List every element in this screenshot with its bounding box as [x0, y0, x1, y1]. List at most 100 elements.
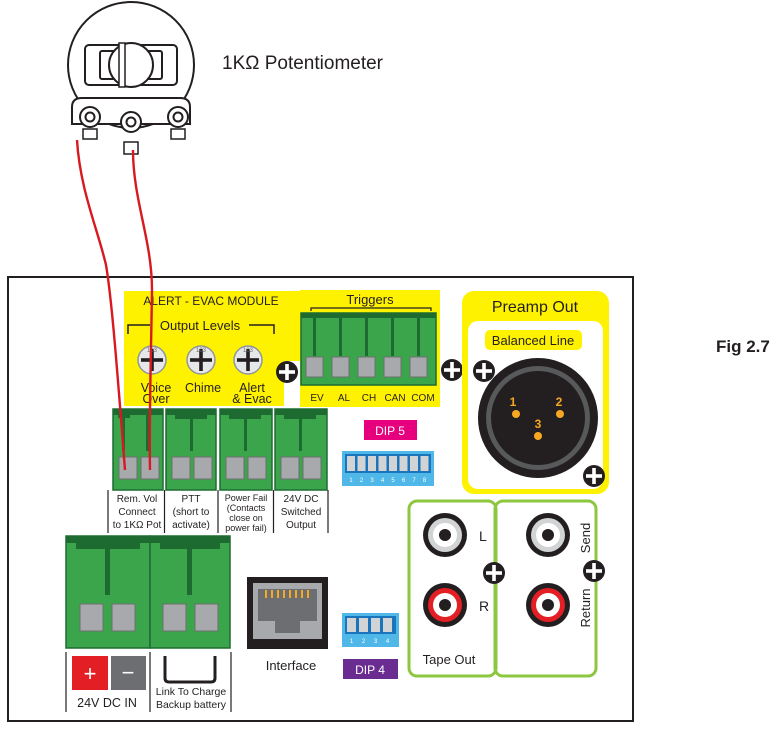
send-rca[interactable] [526, 513, 570, 557]
dip4-number: 2 [362, 639, 366, 645]
chime-label: Chime [185, 381, 221, 395]
xlr-connector[interactable] [478, 358, 598, 478]
switched-output-label-line3: Output [286, 520, 316, 531]
battery-label-line1: Link To Charge [156, 686, 227, 698]
trigger-can-screw[interactable] [383, 356, 402, 378]
return-label: Return [578, 588, 593, 627]
switched-output-connector[interactable] [274, 408, 328, 491]
dip5-number: 4 [381, 478, 385, 484]
trigger-label: CAN [384, 393, 405, 404]
tape-out-right-rca[interactable] [423, 583, 467, 627]
screw-icon [276, 361, 298, 383]
screw-icon [583, 465, 605, 487]
pot-lug-1 [79, 106, 101, 140]
pot-lug-3 [167, 106, 189, 140]
triggers-bracket [310, 307, 432, 311]
dip5-number: 1 [349, 478, 353, 484]
dip5-number: 8 [423, 478, 427, 484]
xlr-pin-3 [534, 432, 542, 440]
xlr-pin-2-label: 2 [556, 395, 563, 409]
output-levels-label: Output Levels [160, 318, 241, 333]
dip5-number: 7 [412, 478, 416, 484]
voice-over-label-line2: Over [142, 392, 169, 406]
preamp-out-title: Preamp Out [492, 299, 579, 316]
screw-icon [483, 562, 505, 584]
dc-in-label: 24V DC IN [77, 696, 137, 710]
dc-in-connector[interactable] [65, 535, 151, 649]
ptt-connector[interactable] [165, 408, 217, 491]
dip5-number: 6 [402, 478, 406, 484]
wire-pot-lug-2 [131, 149, 154, 471]
interface-label: Interface [266, 658, 317, 673]
xlr-pin-1 [512, 410, 520, 418]
figure-label: Fig 2.7 [716, 337, 770, 356]
tape-out-label: Tape Out [423, 652, 476, 667]
trigger-label: COM [411, 393, 434, 404]
pot-lug-2 [120, 111, 142, 155]
trigger-ev-screw[interactable] [305, 356, 324, 378]
interface-rj45-port[interactable] [247, 577, 328, 649]
dip4-label: DIP 4 [355, 663, 385, 677]
return-rca[interactable] [526, 583, 570, 627]
alert-evac-label-line2: & Evac [232, 392, 272, 406]
xlr-pin-1-label: 1 [510, 395, 517, 409]
alert-evac-title: ALERT - EVAC MODULE [143, 294, 278, 308]
ptt-label-line2: (short to [173, 507, 210, 518]
trigger-al-screw[interactable] [331, 356, 350, 378]
dip4-number: 3 [374, 639, 378, 645]
xlr-pin-2 [556, 410, 564, 418]
tape-out-left-label: L [479, 528, 487, 544]
switched-output-label-line1: 24V DC [283, 494, 318, 505]
power-fail-connector[interactable] [219, 408, 273, 491]
trigger-label: EV [310, 393, 324, 404]
dip4-number: 1 [350, 639, 354, 645]
dip4-number: 4 [386, 639, 390, 645]
switched-output-label-line2: Switched [281, 507, 322, 518]
positive-sign: + [84, 661, 97, 686]
dip5-label: DIP 5 [375, 424, 405, 438]
tape-out-left-rca[interactable] [423, 513, 467, 557]
triggers-title: Triggers [346, 292, 394, 307]
power-label-dividers [65, 652, 232, 712]
dip5-number: 2 [360, 478, 364, 484]
negative-terminal-badge [111, 656, 146, 690]
balanced-line-badge [485, 330, 582, 350]
ptt-label-line1: PTT [182, 494, 201, 505]
remote-volume-wires [75, 139, 154, 471]
trigger-ch-screw[interactable] [357, 356, 376, 378]
rem-vol-label-line1: Rem. Vol [117, 494, 158, 505]
trigger-label: CH [362, 393, 376, 404]
battery-connector[interactable] [149, 535, 231, 649]
potentiometer-label: 1KΩ Potentiometer [222, 53, 384, 74]
voice-over-label-line1: Voice [141, 381, 172, 395]
alert-evac-label-line1: Alert [239, 381, 265, 395]
pot-mark: 103 [243, 348, 254, 354]
screw-icon [583, 560, 605, 582]
rem-vol-label-line2: Connect [118, 507, 155, 518]
output-levels-bracket [127, 324, 275, 334]
send-label: Send [578, 523, 593, 553]
screw-icon [473, 360, 495, 382]
dip5-number: 3 [370, 478, 374, 484]
power-fail-label-line4: power fail) [225, 523, 267, 533]
dip4-switch[interactable] [342, 613, 399, 647]
xlr-pin-3-label: 3 [535, 417, 542, 431]
ptt-label-line3: activate) [172, 520, 210, 531]
dip5-switch[interactable] [342, 451, 434, 486]
potentiometer [67, 1, 195, 155]
power-fail-label-line2: (Contacts [227, 503, 266, 513]
dip5-number: 5 [391, 478, 395, 484]
battery-label-line2: Backup battery [156, 699, 227, 711]
power-fail-label-line1: Power Fail [225, 493, 268, 503]
triggers-terminal-block [300, 312, 437, 386]
rem-vol-label-line3: to 1KΩ Pot [113, 520, 162, 531]
dip5-badge [364, 420, 417, 440]
tape-out-right-label: R [479, 598, 489, 614]
screw-icon [441, 359, 463, 381]
dip4-badge [343, 659, 398, 679]
trigger-com-screw[interactable] [409, 356, 428, 378]
power-fail-label-line3: close on [229, 513, 263, 523]
battery-link-icon [163, 656, 217, 684]
balanced-line-label: Balanced Line [492, 333, 574, 348]
